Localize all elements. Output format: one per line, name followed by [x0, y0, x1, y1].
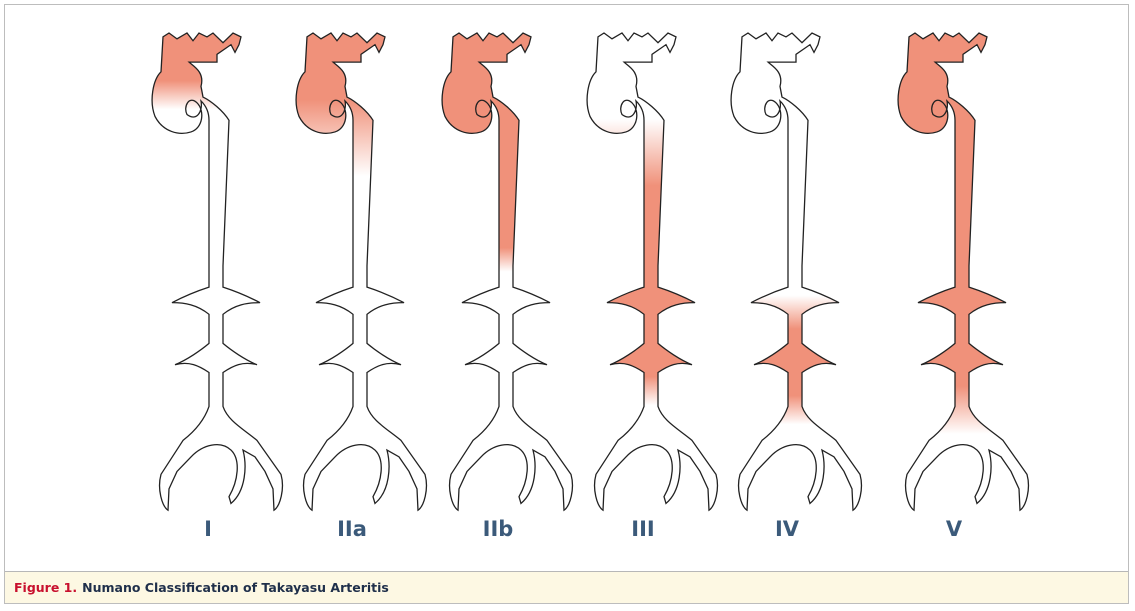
type-label-iii: III [583, 517, 703, 541]
type-label-iib: IIb [438, 517, 558, 541]
type-label-iv: IV [727, 517, 847, 541]
aorta-type-iv [731, 33, 861, 510]
caption-label: Figure 1. [14, 580, 77, 595]
figure-caption: Figure 1. Numano Classification of Takay… [5, 571, 1128, 603]
aorta-diagram [5, 5, 1130, 571]
aorta-type-iii [587, 33, 717, 510]
aorta-type-iia [296, 33, 426, 510]
aorta-type-i [152, 33, 282, 510]
type-label-i: I [148, 517, 268, 541]
type-label-iia: IIa [292, 517, 412, 541]
aorta-svg [5, 5, 1130, 571]
caption-text: Numano Classification of Takayasu Arteri… [82, 580, 389, 595]
aorta-type-iib [442, 33, 572, 510]
type-label-v: V [894, 517, 1014, 541]
figure-frame: I IIa IIb III IV V Figure 1. Numano Clas… [4, 4, 1129, 604]
aorta-type-v [898, 33, 1028, 510]
